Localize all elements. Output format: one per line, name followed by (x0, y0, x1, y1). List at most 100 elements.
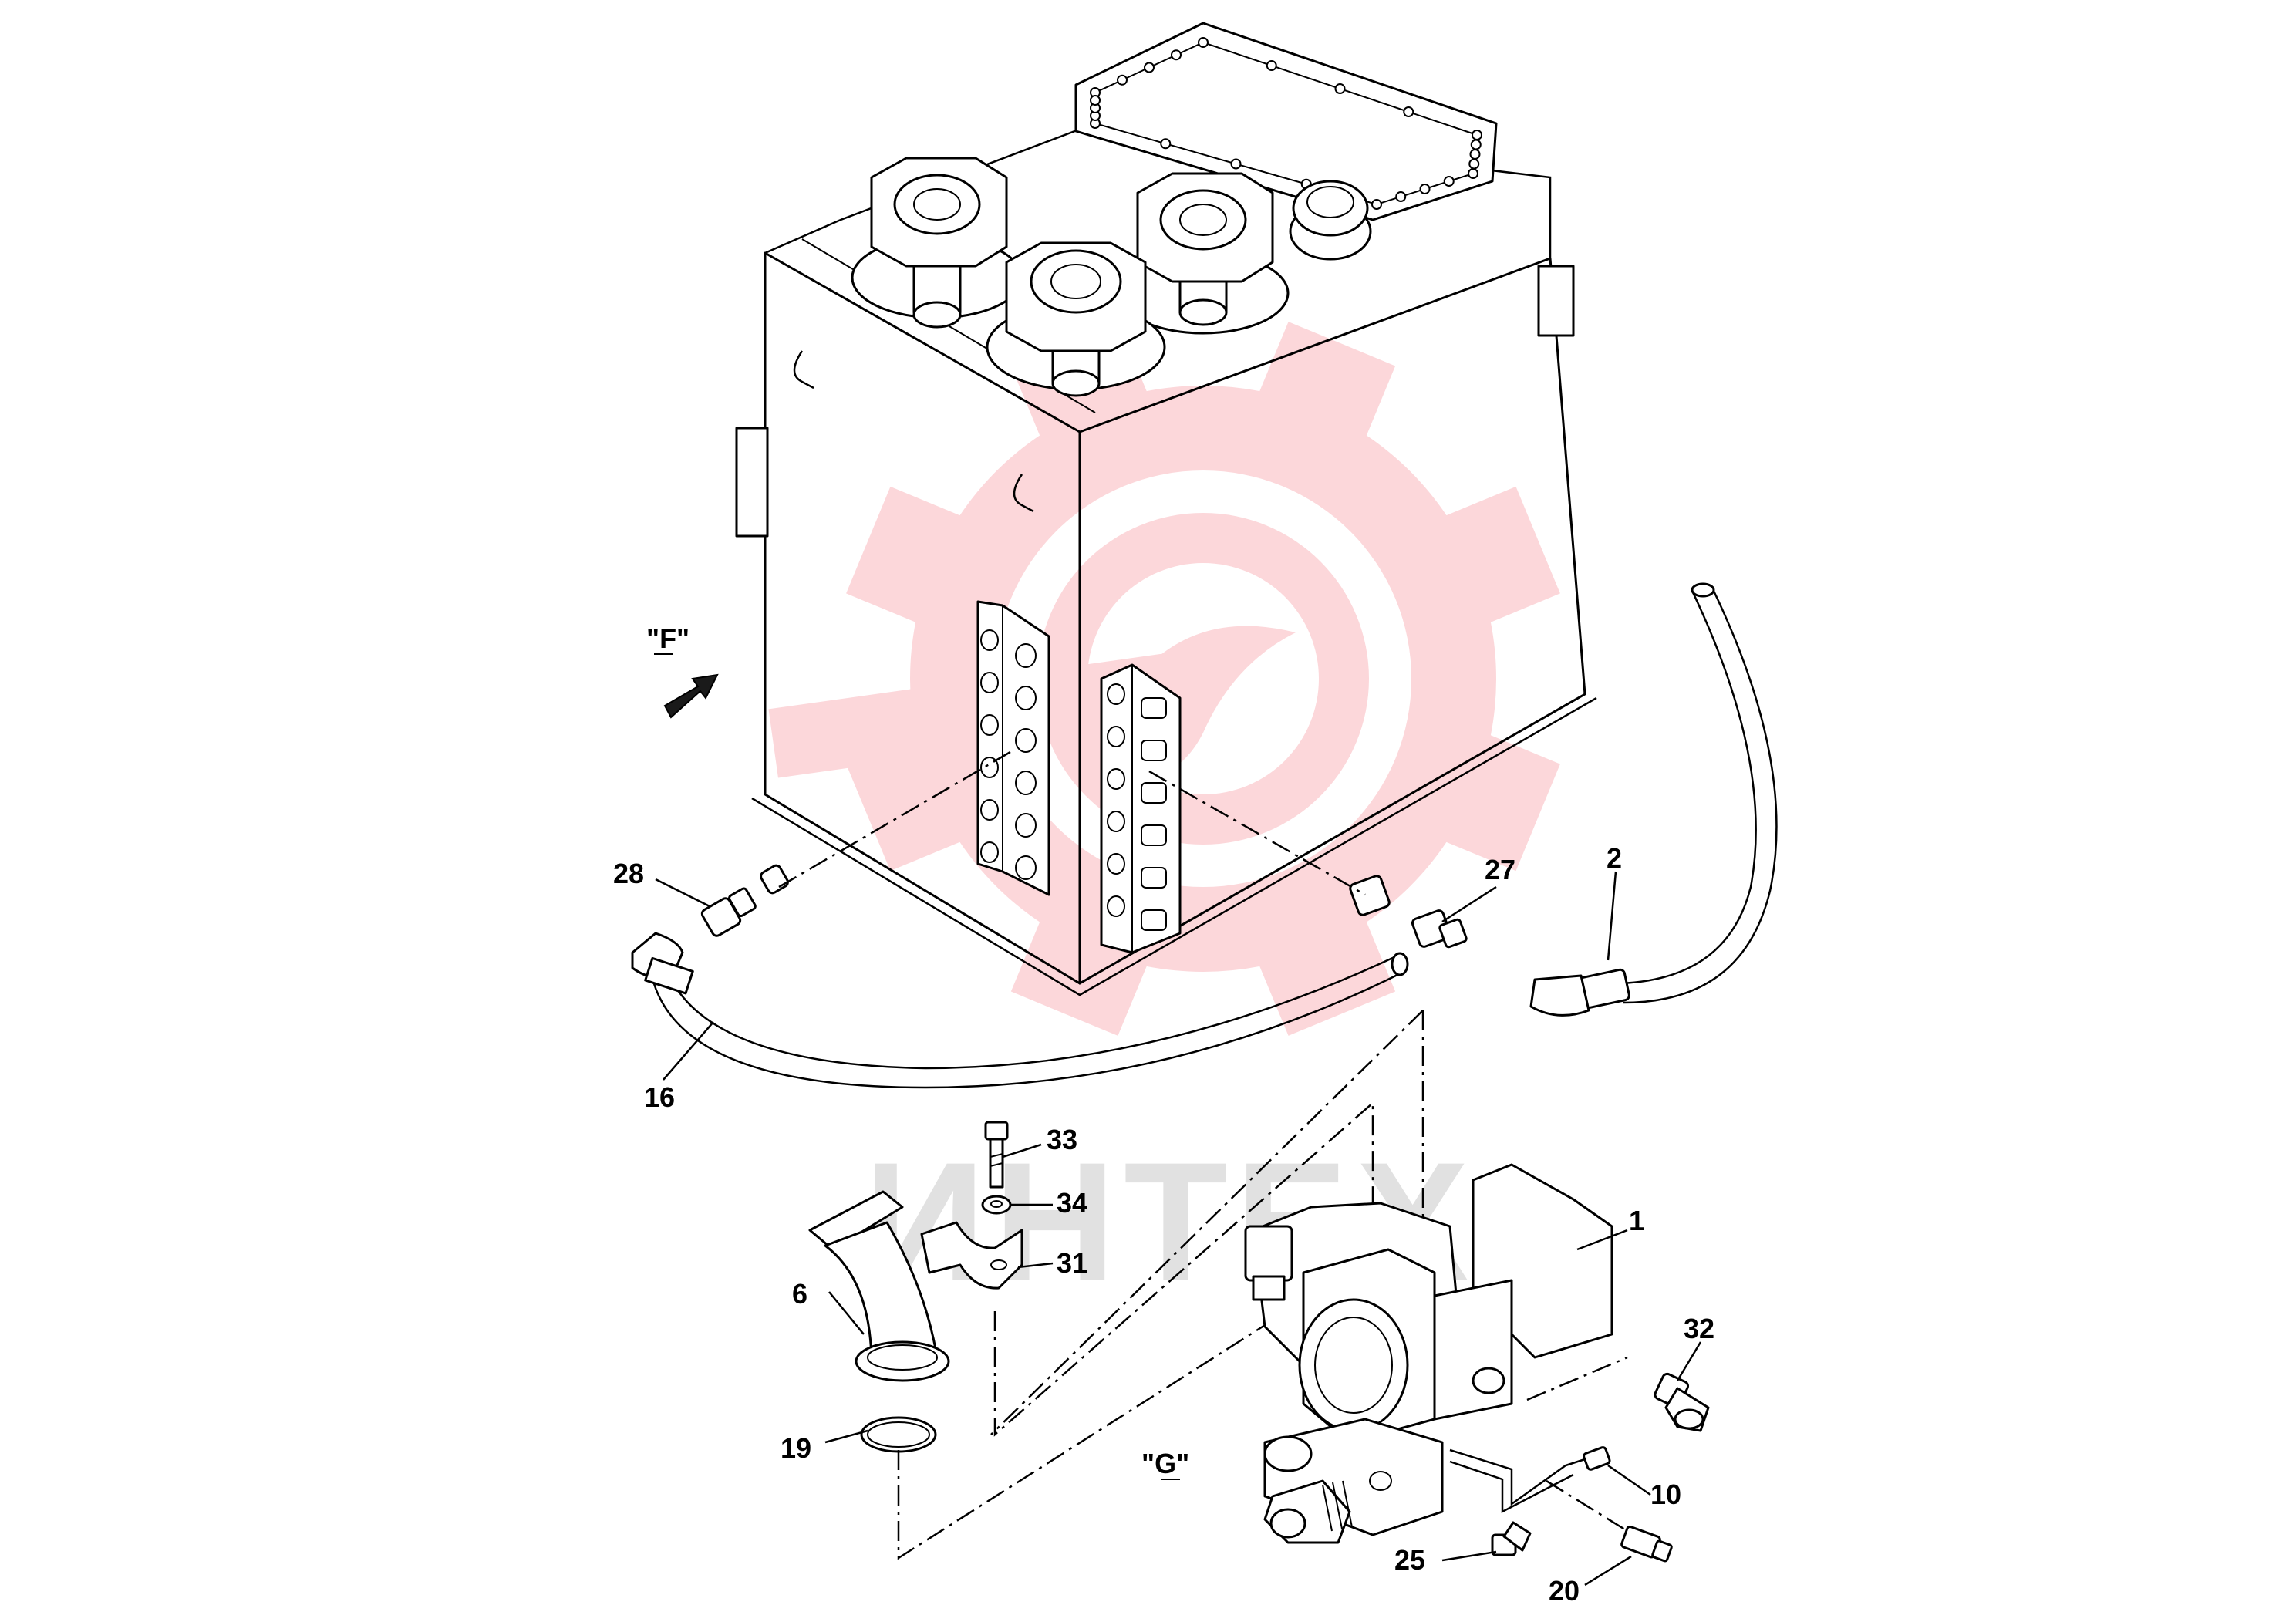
elbow-32 (1654, 1372, 1710, 1432)
plate-fitting (1141, 740, 1167, 761)
plate-port (1107, 853, 1125, 875)
o-ring-19 (860, 1416, 937, 1453)
manifold-plate-left (976, 600, 1050, 896)
manifold-plate-right (1100, 663, 1182, 954)
plate-port (1015, 728, 1037, 753)
fitting-28 (700, 864, 789, 937)
callout-34: 34 (1057, 1187, 1087, 1219)
plate-port (1107, 726, 1125, 747)
cover-bolt (1090, 95, 1101, 106)
view-f-marker: "F" (646, 622, 719, 719)
centerline-19 (897, 1294, 1312, 1560)
plate-port (1015, 771, 1037, 795)
callout-27: 27 (1485, 854, 1515, 885)
clamp-31 (920, 1221, 1023, 1290)
cover-bolt (1470, 139, 1482, 150)
cover-bolt (1160, 138, 1172, 150)
filter-housing-3 (986, 241, 1166, 397)
centerline-pump-top (990, 1010, 1424, 1435)
hose-2 (1529, 582, 1778, 1017)
hydraulic-pump-1 (1244, 1163, 1613, 1544)
plate-port (980, 757, 999, 778)
gear-tooth (1416, 486, 1560, 636)
sensor-20 (1620, 1525, 1673, 1563)
plate-right-ports (1107, 683, 1167, 931)
plate-fitting (1141, 782, 1167, 804)
leader-lines (655, 871, 1702, 1587)
callout-numbers: 1 2 6 10 16 19 20 25 27 28 31 32 33 34 (613, 842, 1714, 1607)
callout-32: 32 (1684, 1313, 1714, 1344)
fitting-25 (1491, 1521, 1532, 1556)
plate-port (1015, 686, 1037, 710)
washer-34 (981, 1195, 1012, 1215)
filter-housing-1 (851, 157, 1023, 329)
cover-bolt (1266, 60, 1277, 71)
plate-port (1015, 813, 1037, 838)
plate-fitting (1141, 909, 1167, 931)
cover-bolt (1395, 191, 1407, 202)
callout-19: 19 (781, 1432, 811, 1464)
centerline-28 (778, 750, 1011, 889)
gear-ring (910, 386, 1496, 972)
plate-port (980, 841, 999, 863)
gear-inner-ring-gap (995, 470, 1411, 887)
plate-fitting (1141, 867, 1167, 889)
callout-33: 33 (1047, 1124, 1077, 1155)
cover-bolt (1334, 83, 1346, 94)
gear-tooth (1246, 892, 1396, 1036)
cover-bolt (1144, 62, 1155, 73)
plate-port (980, 799, 999, 821)
callout-6: 6 (792, 1278, 807, 1310)
cover-bolt (1468, 158, 1480, 170)
cover-bolt (1443, 176, 1455, 187)
plate-port (1107, 683, 1125, 705)
plate-port (1107, 895, 1125, 917)
callout-16: 16 (644, 1081, 675, 1113)
hydraulic-tank (735, 22, 1597, 996)
plate-port (980, 629, 999, 651)
tank-hook-1 (793, 350, 814, 389)
bolt-33 (984, 1121, 1009, 1189)
plate-port (1107, 811, 1125, 832)
cover-bolt (1472, 130, 1482, 140)
plate-fitting (1141, 824, 1167, 846)
centerline-31 (993, 1101, 1374, 1437)
cover-bolt (1419, 184, 1431, 194)
gear-tooth (1416, 722, 1560, 872)
cover-bolt (1117, 74, 1128, 86)
cover-bolt (1403, 106, 1414, 117)
tank-bottom-ledge (751, 696, 1597, 996)
centerline-27 (1148, 770, 1366, 896)
suction-elbow-6 (808, 1190, 950, 1382)
callout-28: 28 (613, 858, 644, 889)
tank-right-face (1078, 257, 1586, 985)
plate-port (1015, 855, 1037, 880)
plate-port (1107, 768, 1125, 790)
centerline-32 (1526, 1356, 1628, 1401)
view-f-label: "F" (646, 622, 689, 654)
cover-bolts (1090, 37, 1482, 210)
cover-bolt (1469, 149, 1481, 160)
tube-10 (1449, 1446, 1611, 1514)
inspection-cover (1074, 22, 1498, 221)
cover-bolt (1371, 199, 1382, 210)
plate-fitting (1141, 697, 1167, 719)
gear-tooth (846, 486, 990, 636)
fitting-27 (1349, 875, 1468, 949)
cover-bolt (1198, 37, 1209, 48)
callout-31: 31 (1057, 1247, 1087, 1279)
centerline-20 (1546, 1479, 1628, 1533)
callout-2: 2 (1607, 842, 1622, 874)
filler-cap (1289, 180, 1372, 261)
plate-left-ports (980, 629, 1037, 880)
tank-side-tab-left (735, 427, 769, 538)
gear-tooth (846, 722, 990, 872)
tank-hook-2 (1013, 474, 1034, 513)
callout-20: 20 (1549, 1575, 1580, 1607)
callout-1: 1 (1629, 1205, 1644, 1236)
callout-25: 25 (1394, 1544, 1425, 1576)
callout-10: 10 (1650, 1479, 1681, 1510)
hose-16 (631, 932, 1409, 1089)
cover-bolt (1230, 158, 1242, 170)
